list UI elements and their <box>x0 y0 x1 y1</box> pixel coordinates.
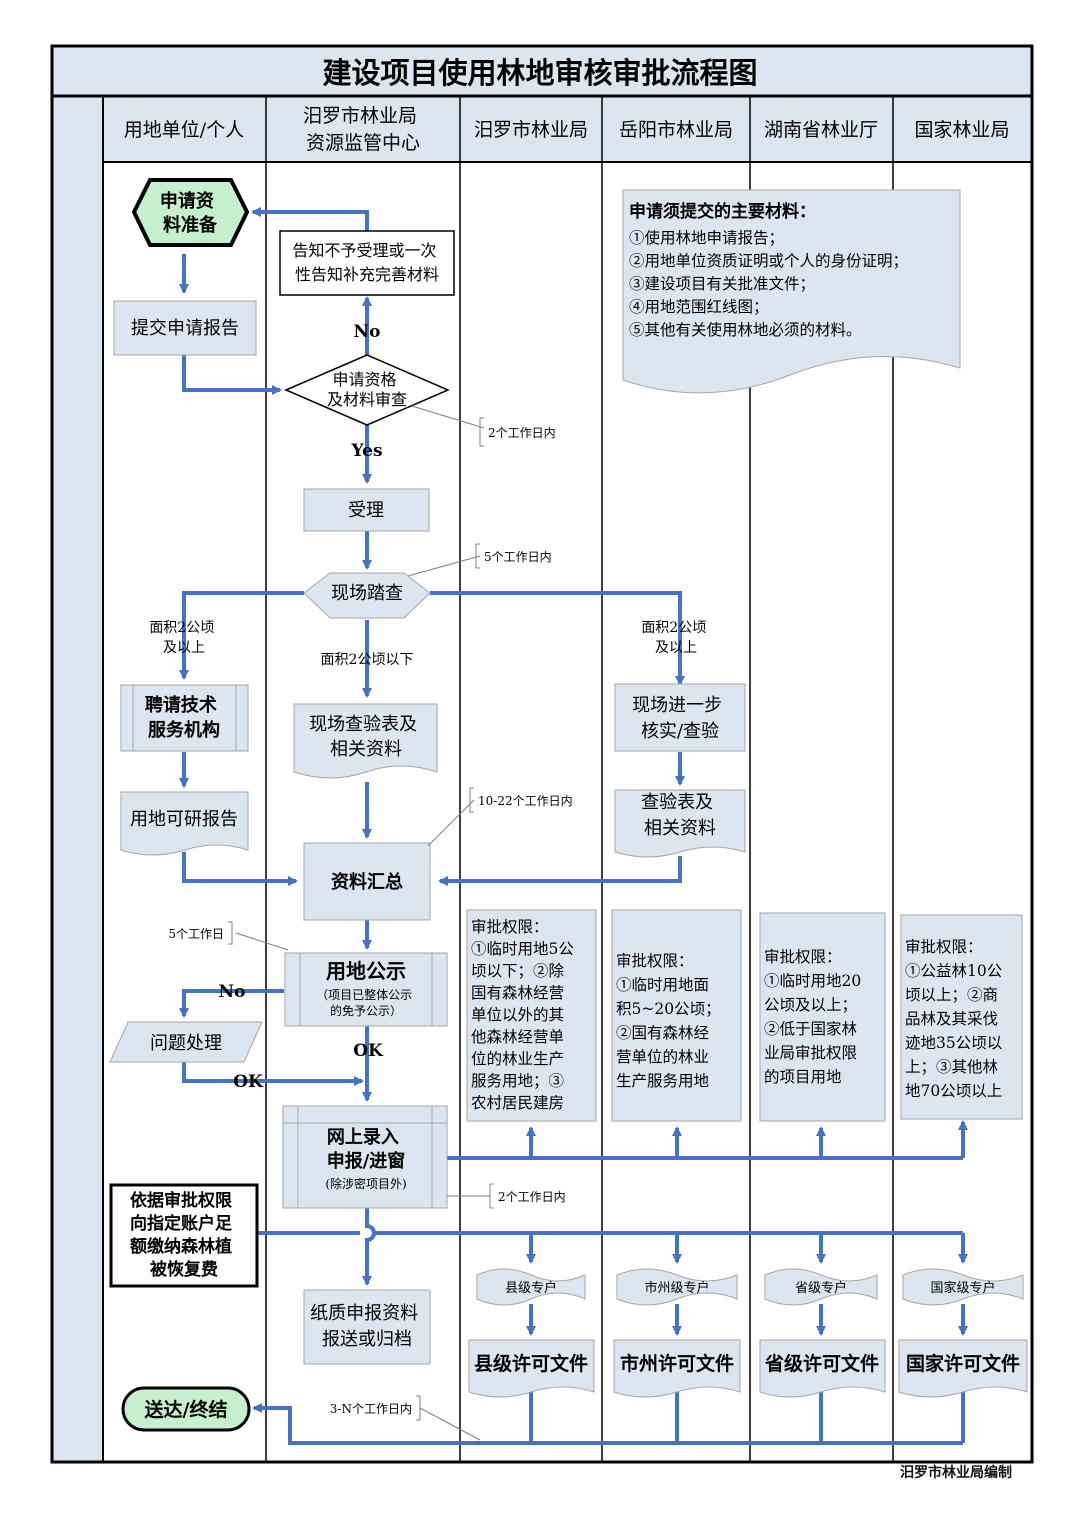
check-form-doc: 现场查验表及 相关资料 <box>293 703 438 779</box>
svg-text:提交申请报告: 提交申请报告 <box>131 318 239 339</box>
feasibility-doc: 用地可研报告 <box>120 791 249 856</box>
left-band <box>53 97 103 1461</box>
no-label-1: No <box>354 322 381 342</box>
connectors <box>179 207 968 1445</box>
svg-text:现场进一步 核实/查验: 现场进一步 核实/查验 <box>632 695 728 742</box>
col-header-yueyang-bureau: 岳阳市林业局 <box>619 119 733 141</box>
svg-text:聘请技术 服务机构: 聘请技术 服务机构 <box>145 694 223 741</box>
materials-item: ②用地单位资质证明或个人的身份证明； <box>629 252 908 270</box>
footer-credit: 汨罗市林业局编制 <box>900 1465 1012 1481</box>
permit-province: 省级许可文件 <box>759 1339 886 1398</box>
yes-label: Yes <box>350 441 382 461</box>
account-province: 省级专户 <box>764 1268 878 1306</box>
authority-province: 审批权限： ①临时用地20 公顷及以上； ②低于国家林 业局审批权限 的项目用地 <box>759 912 886 1122</box>
area-ge-left-label: 面积2公顷 及以上 <box>149 620 218 656</box>
problem-parallelogram: 问题处理 <box>109 1021 263 1063</box>
materials-item: ⑤其他有关使用林地必须的材料。 <box>629 321 862 339</box>
svg-text:问题处理: 问题处理 <box>150 1033 222 1054</box>
publicity-box: 用地公示 （项目已整体公示 的免予公示） <box>284 952 448 1027</box>
verify-box: 现场进一步 核实/查验 <box>614 683 746 752</box>
svg-text:申请资 料准备: 申请资 料准备 <box>160 190 220 236</box>
svg-text:审批权限： ①临时用地20 公顷及以: 审批权限： ①临时用地20 公顷及以上； ②低于国家林 业局审批权限 的项目用地 <box>764 948 866 1086</box>
svg-text:依据审批权限 向指定账户足 额缴纳森: 依据审批权限 向指定账户足 额缴纳森林植 被恢复费 <box>130 1190 238 1280</box>
submit-report-box: 提交申请报告 <box>113 300 257 356</box>
time-note: 5个工作日 <box>168 927 224 941</box>
ok-label-1: OK <box>353 1041 384 1061</box>
no-label-2: No <box>219 982 246 1002</box>
time-note: 2个工作日内 <box>488 426 556 440</box>
materials-heading: 申请须提交的主要材料： <box>629 201 816 222</box>
authority-city: 审批权限： ①临时用地面 积5~20公顷； ②国有森林经 营单位的林业 生产服务… <box>611 909 742 1122</box>
svg-text:用地公示: 用地公示 <box>326 959 406 983</box>
svg-text:送达/终结: 送达/终结 <box>145 1398 228 1421</box>
page-title: 建设项目使用林地审核审批流程图 <box>322 56 757 90</box>
authority-county: 审批权限： ①临时用地5公 顷以下；②除 国有森林经营 单位以外的其 他森林经营… <box>466 909 597 1122</box>
svg-text:现场查验表及 相关资料: 现场查验表及 相关资料 <box>309 714 423 760</box>
svg-text:市州许可文件: 市州许可文件 <box>620 1352 734 1375</box>
materials-doc: 申请须提交的主要材料： ①使用林地申请报告； ②用地单位资质证明或个人的身份证明… <box>622 189 961 394</box>
svg-text:县级专户: 县级专户 <box>505 1280 557 1296</box>
area-lt-label: 面积2公顷以下 <box>321 652 414 668</box>
svg-text:省级专户: 省级专户 <box>795 1280 847 1296</box>
finish-terminal: 送达/终结 <box>121 1386 251 1432</box>
col-header-national-bureau: 国家林业局 <box>914 119 1009 141</box>
svg-text:国家级专户: 国家级专户 <box>930 1280 995 1296</box>
svg-text:省级许可文件: 省级许可文件 <box>764 1352 879 1375</box>
prepare-node: 申请资 料准备 <box>131 178 250 247</box>
summary-box: 资料汇总 <box>303 842 431 921</box>
col-header-supervision-center: 汨罗市林业局 资源监管中心 <box>303 105 423 154</box>
svg-text:现场踏查: 现场踏查 <box>331 583 403 604</box>
svg-text:资料汇总: 资料汇总 <box>331 871 403 893</box>
svg-text:申请资格 及材料审查: 申请资格 及材料审查 <box>327 370 407 409</box>
account-city: 市州级专户 <box>616 1268 738 1306</box>
svg-text:县级许可文件: 县级许可文件 <box>474 1352 588 1375</box>
pay-fee-box: 依据审批权限 向指定账户足 额缴纳森林植 被恢复费 <box>109 1183 259 1288</box>
col-header-hunan-dept: 湖南省林业厅 <box>764 119 878 141</box>
svg-text:市州级专户: 市州级专户 <box>644 1280 709 1296</box>
svg-text:告知不予受理或一次 性告知补充完善材料: 告知不予受理或一次 性告知补充完善材料 <box>292 241 441 284</box>
permit-city: 市州许可文件 <box>613 1339 741 1398</box>
svg-text:网上录入 申报/进窗: 网上录入 申报/进窗 <box>327 1127 406 1172</box>
materials-item: ③建设项目有关批准文件； <box>629 275 815 293</box>
materials-item: ④用地范围红线图； <box>629 298 769 316</box>
review-diamond: 申请资格 及材料审查 <box>284 354 450 426</box>
header-band <box>104 97 1030 162</box>
account-county: 县级专户 <box>476 1268 586 1306</box>
time-note: 2个工作日内 <box>498 1190 566 1204</box>
survey-node: 现场踏查 <box>303 572 431 619</box>
time-note: 10-22个工作日内 <box>478 794 573 808</box>
svg-text:受理: 受理 <box>348 500 384 521</box>
svg-text:查验表及 相关资料: 查验表及 相关资料 <box>641 792 719 839</box>
col-header-applicant: 用地单位/个人 <box>124 119 244 141</box>
inspect-form-doc: 查验表及 相关资料 <box>614 789 746 858</box>
svg-text:审批权限： ①临时用地5公 顷以下；: 审批权限： ①临时用地5公 顷以下；②除 国有森林经营 单位以外的其 他森林经营… <box>471 918 579 1112</box>
accept-box: 受理 <box>303 488 430 532</box>
col-header-miluo-bureau: 汨罗市林业局 <box>474 119 588 141</box>
time-note: 5个工作日内 <box>484 550 552 564</box>
time-callout-leaders <box>228 405 494 1441</box>
svg-text:(除涉密项目外): (除涉密项目外) <box>325 1176 406 1191</box>
ok-label-2: OK <box>233 1072 264 1092</box>
authority-national: 审批权限： ①公益林10公 顷以上；②商 品林及其采伐 迹地35公顷以 上；③其… <box>900 914 1023 1120</box>
paper-filing-box: 纸质申报资料 报送或归档 <box>303 1289 431 1365</box>
svg-text:审批权限： ①临时用地面 积5~20: 审批权限： ①临时用地面 积5~20公顷； ②国有森林经 营单位的林业 生产服务… <box>616 952 726 1090</box>
online-submit-box: 网上录入 申报/进窗 (除涉密项目外) <box>282 1105 448 1209</box>
title-band <box>53 47 1031 96</box>
svg-text:纸质申报资料 报送或归档: 纸质申报资料 报送或归档 <box>310 1303 424 1350</box>
account-national: 国家级专户 <box>902 1268 1024 1306</box>
area-ge-right-label: 面积2公顷 及以上 <box>641 620 710 656</box>
svg-text:（项目已整体公示 的免予公示）: （项目已整体公示 的免予公示） <box>316 987 416 1018</box>
materials-item: ①使用林地申请报告； <box>629 229 784 247</box>
svg-text:用地可研报告: 用地可研报告 <box>130 809 238 830</box>
permit-county: 县级许可文件 <box>468 1339 595 1398</box>
notify-box: 告知不予受理或一次 性告知补充完善材料 <box>279 230 455 296</box>
svg-text:审批权限： ①公益林10公 顷以上；: 审批权限： ①公益林10公 顷以上；②商 品林及其采伐 迹地35公顷以 上；③其… <box>905 938 1007 1100</box>
time-note: 3-N个工作日内 <box>330 1402 412 1416</box>
permit-national: 国家许可文件 <box>898 1339 1028 1398</box>
hire-agency-box: 聘请技术 服务机构 <box>120 684 249 752</box>
svg-text:国家许可文件: 国家许可文件 <box>906 1352 1020 1375</box>
